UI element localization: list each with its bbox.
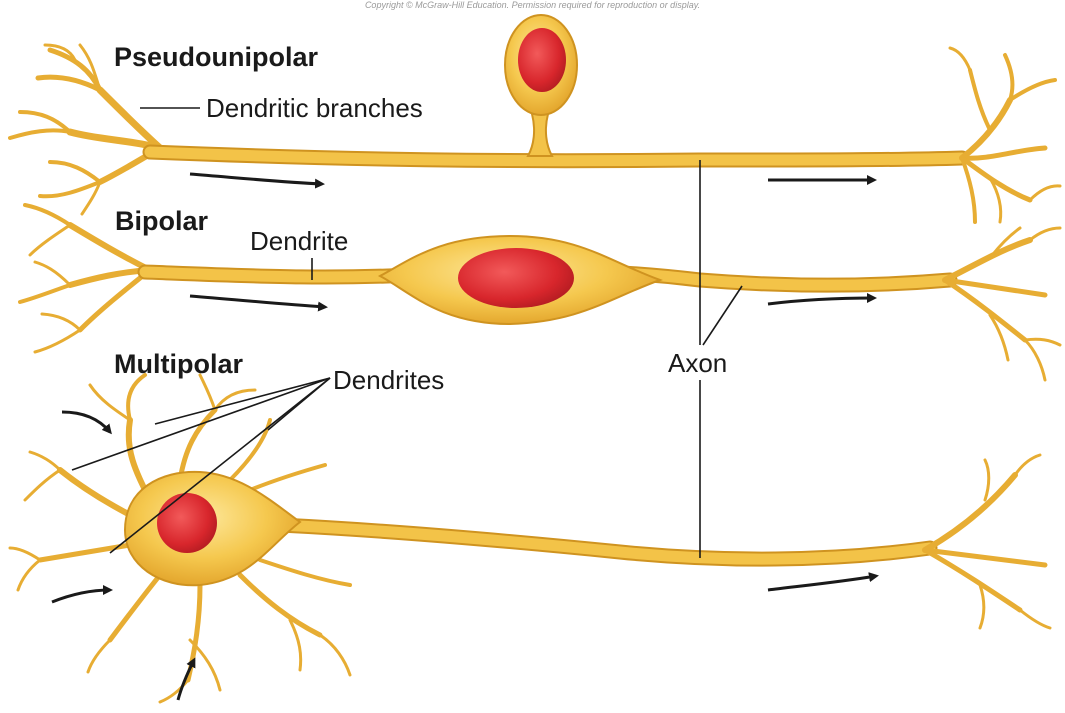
multipolar-axon-terminals [922, 453, 1052, 630]
copyright-notice: Copyright © McGraw-Hill Education. Permi… [364, 0, 701, 10]
multipolar-arrow-in-2 [51, 585, 113, 604]
label-multipolar: Multipolar [114, 349, 243, 379]
pseudounipolar-nucleus [518, 28, 566, 92]
pseudounipolar-axon-terminals [948, 46, 1062, 224]
label-axon: Axon [668, 348, 728, 378]
bipolar-arrow-right [767, 293, 877, 306]
bipolar-arrow-left [189, 294, 328, 312]
pseudounipolar-arrow-left [189, 172, 325, 189]
multipolar-nucleus [157, 493, 217, 553]
multipolar-neuron [8, 373, 1052, 704]
leader-lines [71, 107, 743, 558]
label-dendrite: Dendrite [250, 226, 349, 256]
multipolar-arrow-in-3 [176, 657, 196, 701]
leader-dendrites-3 [109, 377, 331, 554]
label-dendritic-branches: Dendritic branches [206, 93, 423, 123]
bipolar-neuron [18, 203, 1062, 382]
leader-dendrites-2 [71, 377, 331, 471]
multipolar-dendrites [8, 373, 352, 704]
bipolar-nucleus [458, 248, 574, 308]
leader-dendrites-4 [267, 377, 331, 431]
pseudounipolar-neuron [8, 14, 1062, 224]
bipolar-axon-terminals [942, 226, 1062, 382]
label-dendrites: Dendrites [333, 365, 445, 395]
leader-dendrites-1 [154, 377, 331, 425]
label-bipolar: Bipolar [115, 206, 209, 236]
leader-axon-bipolar [702, 285, 743, 346]
multipolar-arrow-in-1 [61, 410, 112, 435]
label-pseudounipolar: Pseudounipolar [114, 42, 319, 72]
pseudounipolar-stalk [526, 113, 554, 157]
multipolar-arrow-out [767, 572, 879, 592]
